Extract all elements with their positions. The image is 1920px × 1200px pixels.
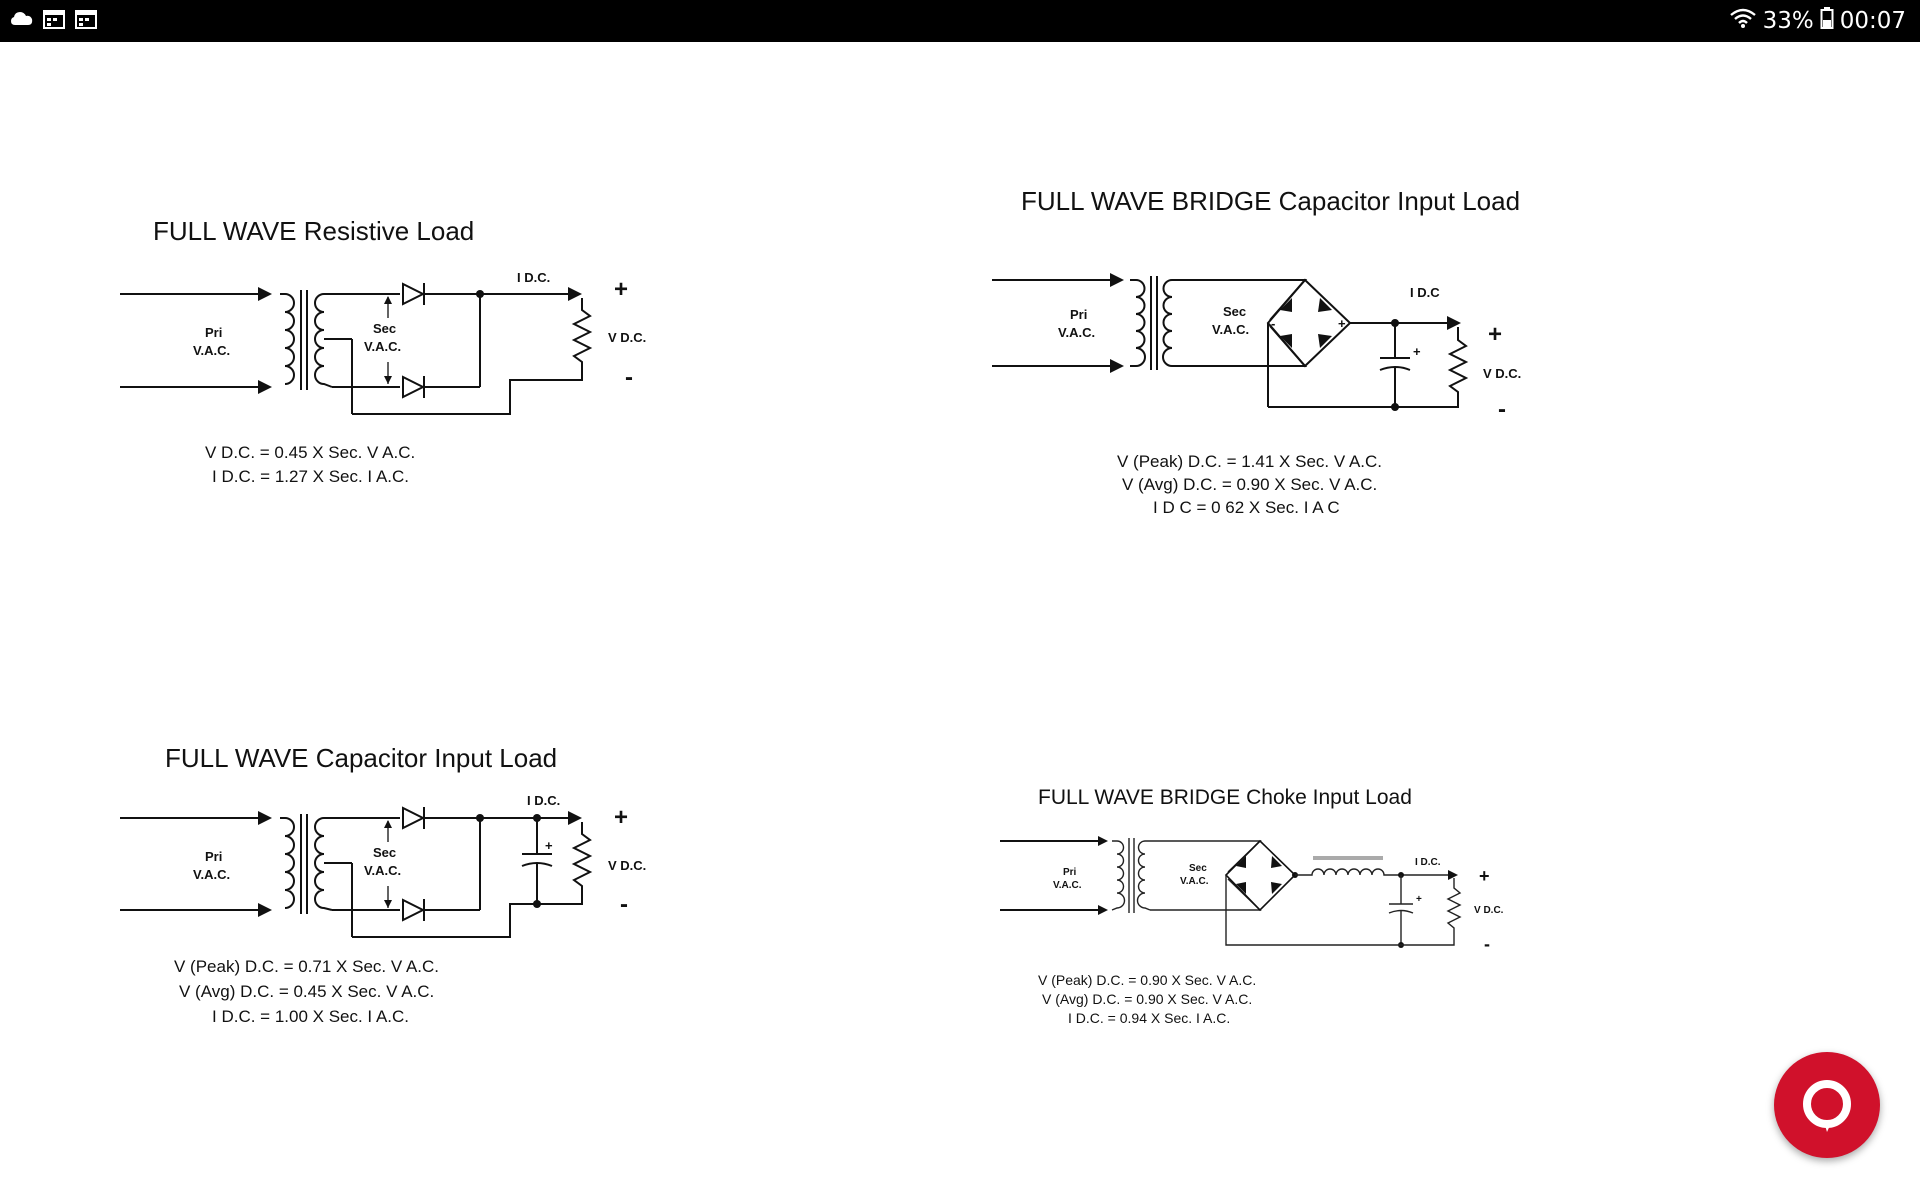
battery-icon xyxy=(1820,6,1834,36)
minus-label: - xyxy=(1484,934,1490,954)
sec-vac-label: V.A.C. xyxy=(364,863,401,878)
pri-vac-label: V.A.C. xyxy=(193,343,230,358)
equation-line: V (Avg) D.C. = 0.90 X Sec. V A.C. xyxy=(1122,475,1377,494)
capacitor-plus-mark: + xyxy=(1413,344,1421,359)
idc-label: I D.C xyxy=(1410,285,1440,300)
equation-line: V (Peak) D.C. = 0.71 X Sec. V A.C. xyxy=(174,957,439,976)
diagram-title: FULL WAVE BRIDGE Capacitor Input Load xyxy=(1021,186,1520,216)
minus-label: - xyxy=(1498,396,1506,423)
equation-line: I D.C. = 1.00 X Sec. I A.C. xyxy=(212,1007,409,1026)
vdc-label: V D.C. xyxy=(1474,905,1504,916)
diagram-title: FULL WAVE Capacitor Input Load xyxy=(165,743,557,773)
diagram-full-wave-capacitor-input-load: FULL WAVE Capacitor Input Load Pri V.A.C… xyxy=(110,732,670,1072)
equation-line: V (Peak) D.C. = 0.90 X Sec. V A.C. xyxy=(1038,972,1256,988)
bridge-minus-mark: - xyxy=(1271,316,1275,331)
cloud-icon xyxy=(10,8,34,35)
sec-label: Sec xyxy=(373,845,396,860)
battery-percent: 33% xyxy=(1762,8,1814,34)
status-bar: 33% 00:07 xyxy=(0,0,1920,42)
idc-label: I D.C. xyxy=(527,793,560,808)
pri-vac-label: V.A.C. xyxy=(193,867,230,882)
pri-label: Pri xyxy=(205,325,222,340)
minus-label: - xyxy=(620,891,628,918)
chat-bubble-icon xyxy=(1803,1080,1851,1132)
document-viewer[interactable]: FULL WAVE Resistive Load Pri V.A.C. Sec … xyxy=(0,42,1920,1200)
equation-line: V (Avg) D.C. = 0.45 X Sec. V A.C. xyxy=(179,982,434,1001)
status-bar-system: 33% 00:07 xyxy=(1729,6,1906,36)
diagram-full-wave-bridge-choke-input-load: FULL WAVE BRIDGE Choke Input Load Pri V.… xyxy=(990,772,1550,1072)
pri-vac-label: V.A.C. xyxy=(1053,880,1082,891)
pri-label: Pri xyxy=(1063,867,1077,878)
diagram-title: FULL WAVE Resistive Load xyxy=(153,216,474,246)
plus-label: + xyxy=(1488,321,1502,348)
pri-label: Pri xyxy=(205,849,222,864)
idc-label: I D.C. xyxy=(517,270,550,285)
calendar-icon xyxy=(74,8,98,35)
capacitor-plus-mark: + xyxy=(1416,894,1422,905)
plus-label: + xyxy=(614,804,628,831)
plus-label: + xyxy=(614,276,628,303)
equation-line: I D.C. = 1.27 X Sec. I A.C. xyxy=(212,467,409,486)
equation-line: I D.C. = 0.94 X Sec. I A.C. xyxy=(1068,1010,1230,1026)
equation-line: I D C = 0 62 X Sec. I A C xyxy=(1153,498,1340,517)
sec-label: Sec xyxy=(1223,304,1246,319)
sec-label: Sec xyxy=(373,321,396,336)
clock: 00:07 xyxy=(1839,8,1906,34)
capacitor-plus-mark: + xyxy=(545,838,553,853)
vdc-label: V D.C. xyxy=(608,330,646,345)
sec-label: Sec xyxy=(1189,863,1207,874)
bridge-plus-mark: + xyxy=(1338,316,1346,331)
wifi-icon xyxy=(1729,6,1757,36)
sec-vac-label: V.A.C. xyxy=(1180,876,1209,887)
chat-fab-button[interactable] xyxy=(1774,1052,1880,1158)
sec-vac-label: V.A.C. xyxy=(364,339,401,354)
pri-vac-label: V.A.C. xyxy=(1058,325,1095,340)
equation-line: V (Peak) D.C. = 1.41 X Sec. V A.C. xyxy=(1117,452,1382,471)
diagram-full-wave-resistive-load: FULL WAVE Resistive Load Pri V.A.C. Sec … xyxy=(110,202,670,502)
idc-label: I D.C. xyxy=(1415,857,1441,868)
plus-label: + xyxy=(1479,866,1490,886)
diagram-title: FULL WAVE BRIDGE Choke Input Load xyxy=(1038,786,1412,809)
pri-label: Pri xyxy=(1070,307,1087,322)
calendar-icon xyxy=(42,8,66,35)
vdc-label: V D.C. xyxy=(1483,366,1521,381)
status-bar-notifications xyxy=(10,8,98,35)
equation-line: V D.C. = 0.45 X Sec. V A.C. xyxy=(205,443,415,462)
diagram-full-wave-bridge-capacitor-input-load: FULL WAVE BRIDGE Capacitor Input Load Pr… xyxy=(980,172,1540,517)
sec-vac-label: V.A.C. xyxy=(1212,322,1249,337)
minus-label: - xyxy=(625,364,633,391)
equation-line: V (Avg) D.C. = 0.90 X Sec. V A.C. xyxy=(1042,991,1252,1007)
vdc-label: V D.C. xyxy=(608,858,646,873)
